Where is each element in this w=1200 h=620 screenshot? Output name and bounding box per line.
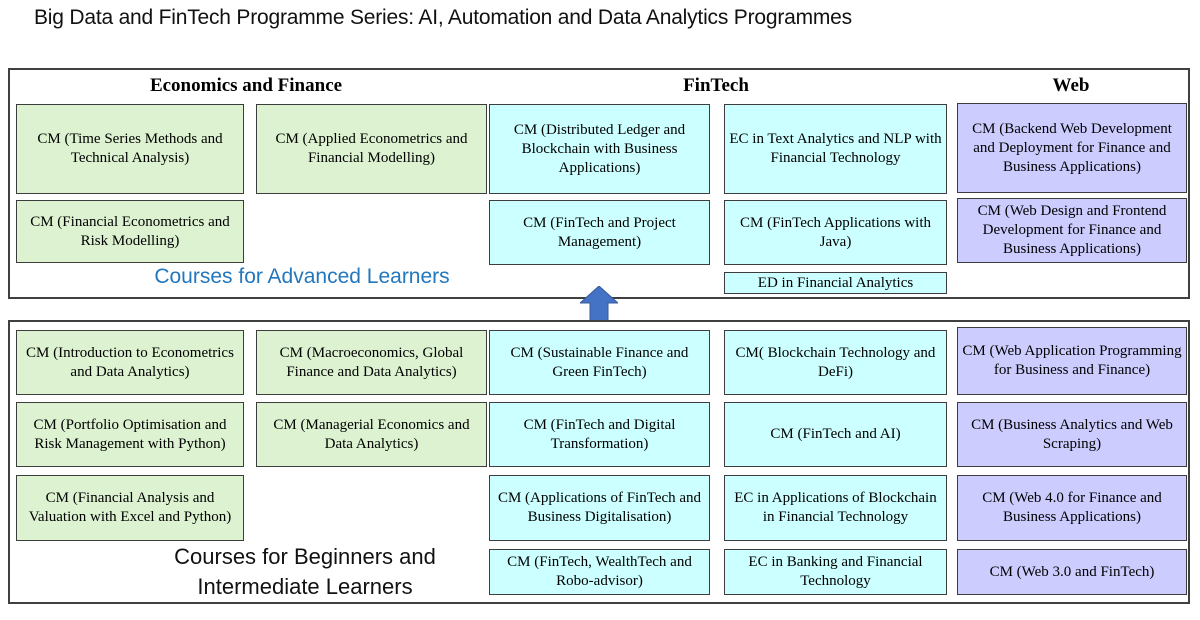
page-title: Big Data and FinTech Programme Series: A… bbox=[34, 6, 852, 29]
up-arrow-icon bbox=[580, 286, 618, 321]
course-box: CM (Sustainable Finance and Green FinTec… bbox=[489, 330, 710, 395]
advanced-section: Economics and Finance FinTech Web CM (Ti… bbox=[8, 68, 1190, 299]
course-box: CM (FinTech Applications with Java) bbox=[724, 200, 947, 265]
course-box: CM (Web Design and Frontend Development … bbox=[957, 198, 1187, 263]
course-box: CM (Backend Web Development and Deployme… bbox=[957, 103, 1187, 193]
course-box: CM (Distributed Ledger and Blockchain wi… bbox=[489, 104, 710, 194]
course-box: CM (FinTech and Project Management) bbox=[489, 200, 710, 265]
course-box: EC in Applications of Blockchain in Fina… bbox=[724, 475, 947, 541]
column-header-economics-finance: Economics and Finance bbox=[149, 75, 343, 96]
advanced-learners-label: Courses for Advanced Learners bbox=[154, 265, 450, 288]
course-box: CM (Macroeconomics, Global Finance and D… bbox=[256, 330, 487, 395]
course-box: CM (Web Application Programming for Busi… bbox=[957, 327, 1187, 395]
course-box: ED in Financial Analytics bbox=[724, 272, 947, 294]
course-box: CM (FinTech and Digital Transformation) bbox=[489, 402, 710, 467]
beginner-section: CM (Introduction to Econometrics and Dat… bbox=[8, 320, 1190, 604]
course-box: CM (Applied Econometrics and Financial M… bbox=[256, 104, 487, 194]
course-box: CM (Applications of FinTech and Business… bbox=[489, 475, 710, 541]
course-box: CM (FinTech and AI) bbox=[724, 402, 947, 467]
beginners-intermediate-label: Courses for Beginners and Intermediate L… bbox=[174, 544, 436, 599]
course-box: CM (Managerial Economics and Data Analyt… bbox=[256, 402, 487, 467]
course-box: CM (Financial Analysis and Valuation wit… bbox=[16, 475, 244, 541]
column-header-fintech: FinTech bbox=[683, 75, 749, 96]
course-box: CM (Web 3.0 and FinTech) bbox=[957, 549, 1187, 595]
course-box: CM (Introduction to Econometrics and Dat… bbox=[16, 330, 244, 395]
course-box: EC in Banking and Financial Technology bbox=[724, 549, 947, 595]
course-box: CM (Portfolio Optimisation and Risk Mana… bbox=[16, 402, 244, 467]
course-box: CM (Business Analytics and Web Scraping) bbox=[957, 402, 1187, 467]
course-box: CM (Financial Econometrics and Risk Mode… bbox=[16, 200, 244, 263]
course-box: CM (Time Series Methods and Technical An… bbox=[16, 104, 244, 194]
course-box: CM (FinTech, WealthTech and Robo-advisor… bbox=[489, 549, 710, 595]
course-box: CM( Blockchain Technology and DeFi) bbox=[724, 330, 947, 395]
course-box: EC in Text Analytics and NLP with Financ… bbox=[724, 104, 947, 194]
column-header-web: Web bbox=[1052, 75, 1090, 96]
course-box: CM (Web 4.0 for Finance and Business App… bbox=[957, 475, 1187, 541]
